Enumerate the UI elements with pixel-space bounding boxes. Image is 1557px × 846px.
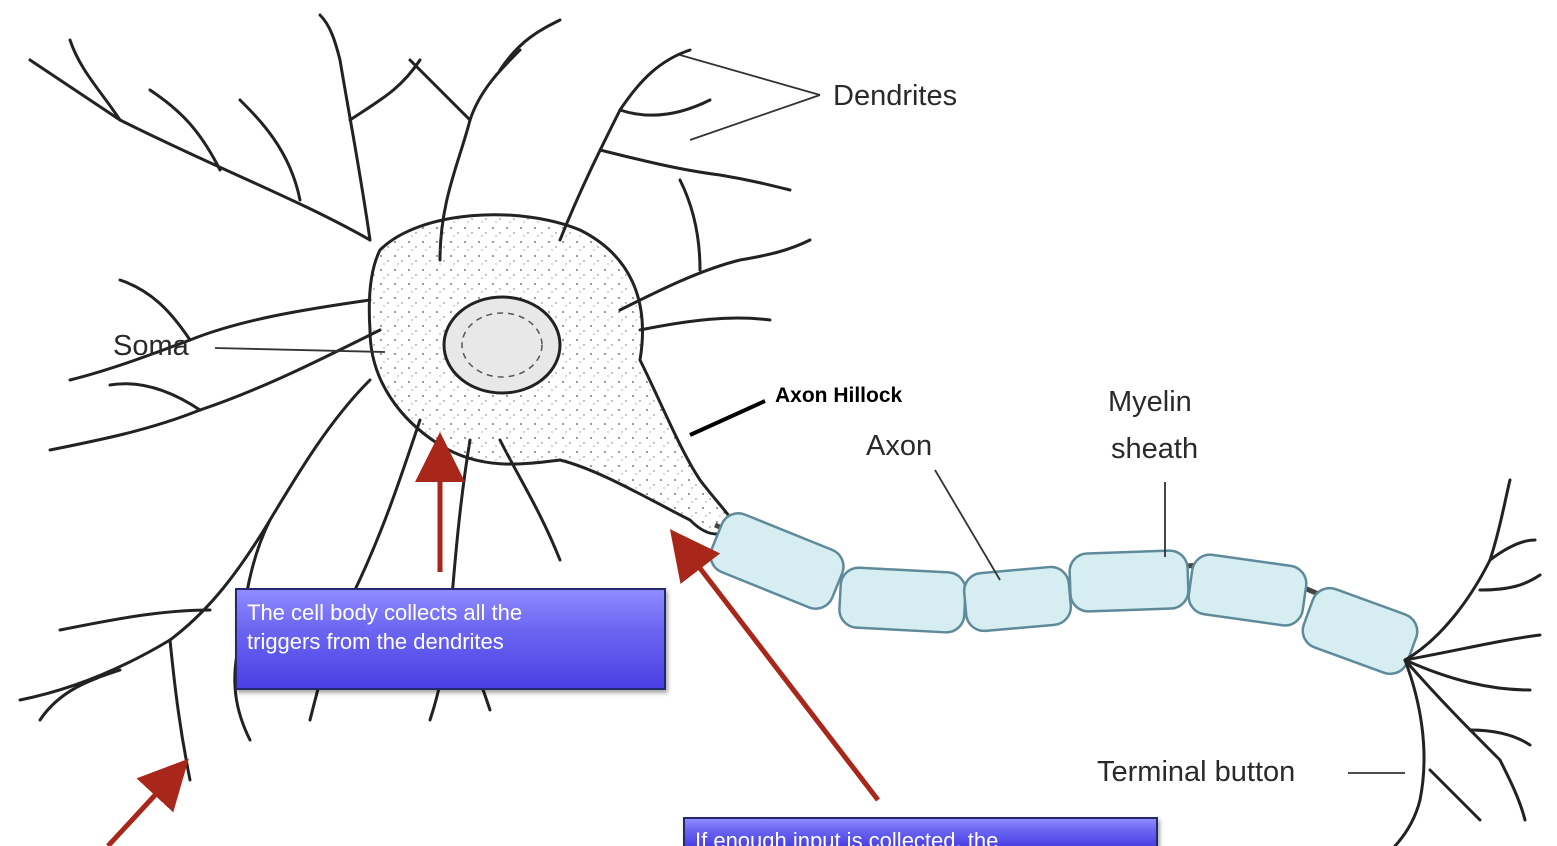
- dendrites-label: Dendrites: [833, 80, 957, 113]
- axon-hillock-callout-line1: If enough input is collected, the: [695, 826, 1146, 846]
- axon-terminals: [1395, 480, 1540, 846]
- myelin-label-line2: sheath: [1111, 433, 1198, 466]
- axon: [705, 508, 1422, 679]
- axon-hillock-pointer: [690, 401, 765, 435]
- cell-body-callout-line1: The cell body collects all the: [247, 598, 654, 627]
- terminal-button-label: Terminal button: [1097, 756, 1295, 789]
- cell-body-callout: The cell body collects all the triggers …: [235, 588, 666, 690]
- axon-hillock-callout: If enough input is collected, the: [683, 817, 1158, 846]
- axon-hillock-label: Axon Hillock: [775, 384, 902, 408]
- myelin-label-line1: Myelin: [1108, 386, 1192, 419]
- cell-body-callout-line2: triggers from the dendrites: [247, 627, 654, 656]
- axon-label: Axon: [866, 430, 932, 463]
- soma-label: Soma: [113, 330, 189, 363]
- soma-body: [369, 215, 735, 534]
- arrow-to-dendrite: [108, 766, 182, 846]
